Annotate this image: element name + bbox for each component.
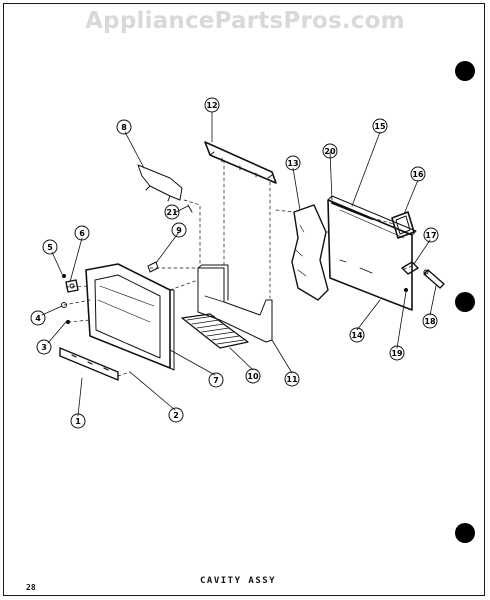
callout-7: 7 [208, 372, 224, 388]
part-12-top-cover [204, 141, 277, 184]
svg-text:11: 11 [286, 375, 298, 384]
part-4-washer [61, 302, 67, 308]
part-7-front-frame [85, 263, 175, 371]
callout-19: 19 [389, 345, 405, 361]
callout-18: 18 [422, 313, 438, 329]
svg-text:9: 9 [176, 226, 182, 235]
svg-text:18: 18 [424, 317, 436, 326]
diagram-caption: CAVITY ASSY [200, 576, 277, 586]
callout-5: 5 [42, 239, 58, 255]
binder-hole-top [455, 61, 475, 81]
leader-lines [41, 111, 437, 417]
svg-text:4: 4 [35, 314, 41, 323]
part-8-top-bracket [137, 164, 183, 202]
part-13-insulation [291, 204, 329, 301]
assembly-guide-lines [63, 159, 413, 377]
binder-hole-bottom [455, 523, 475, 543]
callout-16: 16 [410, 166, 426, 182]
svg-text:6: 6 [79, 229, 85, 238]
svg-text:13: 13 [287, 159, 298, 168]
callout-21: 21 [164, 204, 180, 220]
part-19-screw [403, 287, 409, 293]
callout-2: 2 [168, 407, 184, 423]
callout-8: 8 [116, 119, 132, 135]
svg-text:2: 2 [173, 411, 179, 420]
svg-text:7: 7 [213, 376, 219, 385]
part-14-side-panel [327, 195, 417, 311]
part-21-screw [187, 204, 193, 213]
page-border [3, 3, 485, 596]
svg-text:8: 8 [121, 123, 127, 132]
part-16-gasket-plate [391, 211, 415, 239]
svg-text:17: 17 [425, 231, 436, 240]
part-11-cavity-shell [197, 264, 273, 343]
svg-text:16: 16 [412, 170, 424, 179]
svg-text:15: 15 [374, 122, 386, 131]
callout-13: 13 [285, 155, 301, 171]
watermark: AppliancePartsPros.com [85, 8, 405, 34]
svg-text:21: 21 [166, 208, 178, 217]
part-5-screw [61, 273, 67, 279]
part-6-knob [65, 279, 79, 293]
svg-text:12: 12 [206, 101, 217, 110]
svg-text:3: 3 [41, 343, 47, 352]
callout-14: 14 [349, 327, 365, 343]
svg-text:19: 19 [391, 349, 403, 358]
part-10-vent-grille [181, 313, 249, 349]
svg-text:14: 14 [351, 331, 363, 340]
part-18-lamp [423, 269, 445, 289]
callout-15: 15 [372, 118, 388, 134]
page-number: 28 [26, 583, 36, 592]
part-9-clip [147, 261, 159, 273]
part-1-trim-strip [59, 347, 119, 381]
callout-9: 9 [171, 222, 187, 238]
callout-12: 12 [204, 97, 220, 113]
callout-10: 10 [245, 368, 261, 384]
callout-17: 17 [423, 227, 439, 243]
part-17-connector [401, 261, 419, 275]
binder-hole-middle [455, 292, 475, 312]
callout-6: 6 [74, 225, 90, 241]
svg-text:20: 20 [324, 147, 336, 156]
part-15-strip [331, 202, 373, 220]
callout-20: 20 [322, 143, 338, 159]
callout-3: 3 [36, 339, 52, 355]
callout-4: 4 [30, 310, 46, 326]
callout-11: 11 [284, 371, 300, 387]
svg-text:10: 10 [247, 372, 259, 381]
svg-text:5: 5 [47, 243, 53, 252]
callout-1: 1 [70, 413, 86, 429]
svg-text:1: 1 [75, 417, 81, 426]
